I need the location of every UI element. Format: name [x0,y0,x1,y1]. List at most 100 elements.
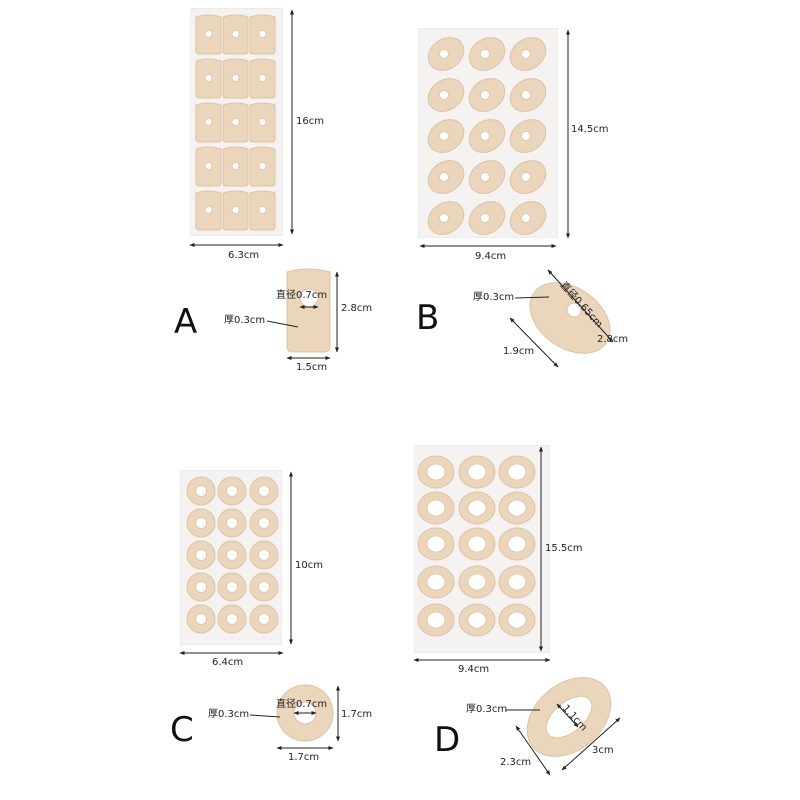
pad-d-hole-5 [467,499,487,517]
pad-d-hole-6 [507,499,527,517]
pad-b-hole-13 [439,213,449,223]
pad-d-hole-13 [426,611,446,629]
label-a-pad-width: 1.5cm [296,362,328,373]
label-c-hole-diameter: 直径0.7cm [276,699,328,710]
pad-b-hole-8 [480,131,490,141]
pad-a-hole-15 [258,206,267,214]
pad-c-hole-3 [258,485,270,497]
leader-c-thickness [249,714,281,718]
pad-d-hole-15 [507,611,527,629]
pad-a-hole-4 [204,74,213,82]
label-d-height: 15.5cm [545,543,583,554]
pad-d-hole-7 [426,535,446,553]
label-d-width: 9.4cm [458,664,490,675]
label-c-width: 6.4cm [212,657,244,668]
label-a-width: 6.3cm [228,250,260,261]
pad-d-hole-12 [507,573,527,591]
pad-c-hole-13 [195,613,207,625]
label-c-pad-height: 1.7cm [341,709,373,720]
label-d-pad-short: 2.3cm [500,757,532,768]
label-b-width: 9.4cm [475,251,507,262]
pad-b-hole-10 [439,172,449,182]
label-a-height: 16cm [296,116,324,127]
label-c-pad-width: 1.7cm [288,752,320,763]
pad-c-hole-6 [258,517,270,529]
pad-a-hole-3 [258,30,267,38]
pad-grid-c [186,476,279,634]
pad-grid-b [427,37,547,235]
pad-a-hole-13 [204,206,213,214]
pad-d-hole-1 [426,463,446,481]
pad-d-hole-4 [426,499,446,517]
dim-line-b-short [509,317,559,368]
pad-a-hole-14 [231,206,240,214]
label-b-thickness: 厚0.3cm [473,292,515,303]
pad-b-hole-11 [480,172,490,182]
pad-d-hole-3 [507,463,527,481]
label-a-thickness: 厚0.3cm [224,315,266,326]
pad-b-hole-5 [480,90,490,100]
pad-d-hole-8 [467,535,487,553]
panel-letter-c: C [170,710,194,750]
pad-c-hole-1 [195,485,207,497]
dim-line-d-long [561,717,621,771]
label-a-pad-height: 2.8cm [341,303,373,314]
pad-a-hole-11 [231,162,240,170]
pad-a-hole-12 [258,162,267,170]
pad-grid-a [195,14,276,231]
label-d-thickness: 厚0.3cm [466,704,508,715]
pad-d-hole-9 [507,535,527,553]
pad-a-hole-7 [204,118,213,126]
pad-c-hole-10 [195,581,207,593]
leader-a-thickness [266,320,299,328]
pad-c-hole-15 [258,613,270,625]
panel-letter-d: D [434,720,461,760]
dim-line-d-short [515,725,551,776]
pad-c-hole-2 [226,485,238,497]
label-b-height: 14.5cm [571,124,609,135]
pad-c-hole-4 [195,517,207,529]
label-d-pad-long: 3cm [592,745,614,756]
leader-b-thickness [514,296,550,299]
pad-d-hole-10 [426,573,446,591]
panel-letter-a: A [174,302,198,342]
pad-d-hole-2 [467,463,487,481]
pad-c-hole-14 [226,613,238,625]
pad-b-hole-9 [521,131,531,141]
pad-a-hole-8 [231,118,240,126]
panel-letter-b: B [416,298,440,338]
pad-a-hole-6 [258,74,267,82]
dim-line-b-long [547,269,614,343]
pad-a-hole-5 [231,74,240,82]
pad-a-hole-9 [258,118,267,126]
pad-b-hole-15 [521,213,531,223]
pad-b-hole-1 [439,49,449,59]
pad-a-single [286,268,331,353]
pad-b-hole-3 [521,49,531,59]
pad-c-hole-5 [226,517,238,529]
pad-b-hole-2 [480,49,490,59]
pad-c-hole-11 [226,581,238,593]
pad-a-hole-10 [204,162,213,170]
pad-b-hole-6 [521,90,531,100]
pad-a-hole-1 [204,30,213,38]
pad-b-hole-14 [480,213,490,223]
pad-b-hole-7 [439,131,449,141]
label-b-pad-long: 2.8cm [597,334,629,345]
label-b-pad-short: 1.9cm [503,346,535,357]
label-c-thickness: 厚0.3cm [208,709,250,720]
pad-b-hole-4 [439,90,449,100]
pad-d-hole-14 [467,611,487,629]
pad-c-hole-9 [258,549,270,561]
pad-b-hole-12 [521,172,531,182]
pad-c-hole-7 [195,549,207,561]
pad-a-hole-2 [231,30,240,38]
label-a-hole-diameter: 直径0.7cm [276,290,328,301]
pad-c-hole-12 [258,581,270,593]
label-c-height: 10cm [295,560,323,571]
pad-d-hole-11 [467,573,487,591]
pad-c-hole-8 [226,549,238,561]
pad-grid-d [417,455,536,637]
